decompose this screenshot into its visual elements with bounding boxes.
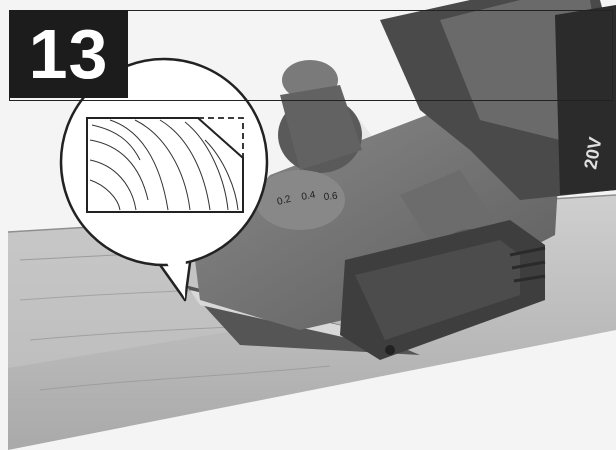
depth-scale-1: 0.2 [276, 194, 293, 208]
planer-tool: 20V 0.2 0.4 0.6 [185, 0, 616, 360]
belt-cover [340, 220, 546, 360]
depth-scale-2: 0.4 [301, 190, 317, 203]
battery-pack: 20V [555, 5, 616, 195]
step-number-badge: 13 [9, 10, 128, 98]
chamfer-callout [59, 57, 269, 302]
depth-adjust-knob: 0.2 0.4 0.6 [255, 60, 362, 230]
removed-corner-outline [198, 117, 244, 158]
wood-cross-section [86, 117, 244, 213]
depth-scale-3: 0.6 [323, 191, 338, 203]
